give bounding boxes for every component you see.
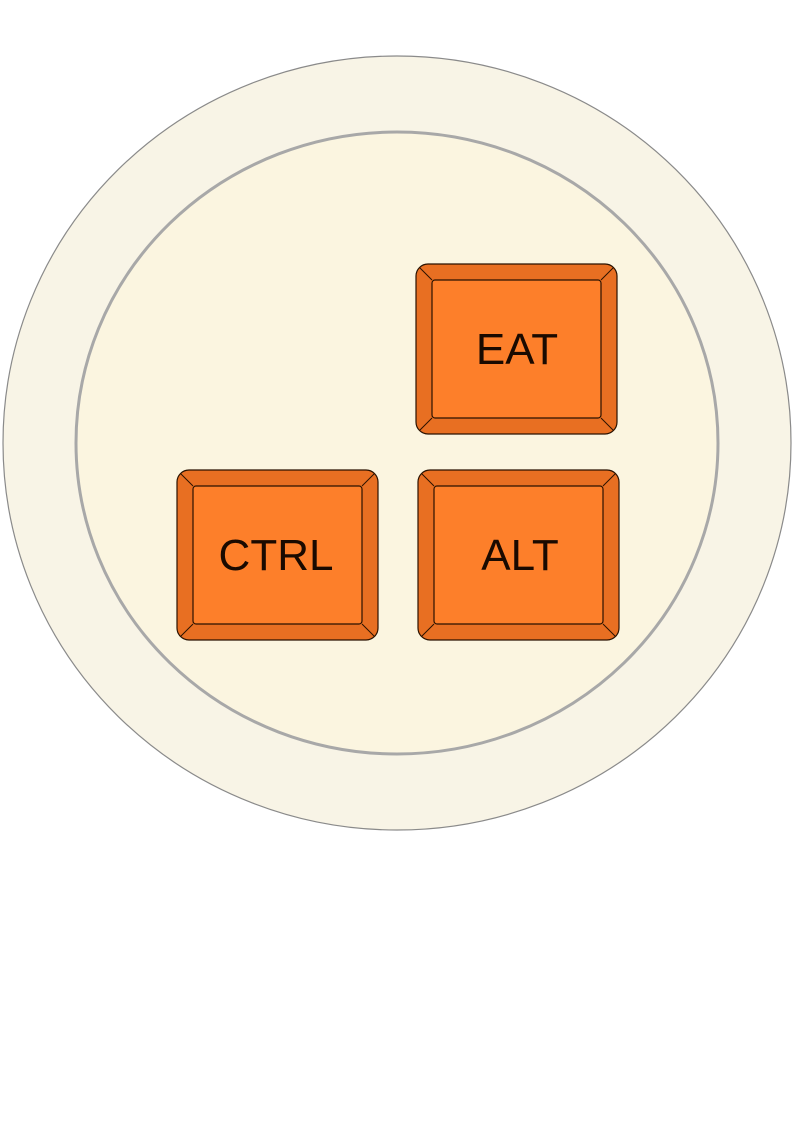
key-ctrl[interactable]: CTRL [176, 469, 379, 641]
key-eat[interactable]: EAT [415, 263, 618, 435]
plate-inner [74, 130, 720, 756]
key-alt-label: ALT [481, 531, 558, 580]
key-ctrl-face [192, 485, 363, 625]
key-eat-face [431, 279, 602, 419]
key-ctrl-label: CTRL [219, 531, 334, 580]
key-alt[interactable]: ALT [417, 469, 620, 641]
key-eat-label: EAT [476, 325, 558, 374]
key-alt-face [433, 485, 604, 625]
